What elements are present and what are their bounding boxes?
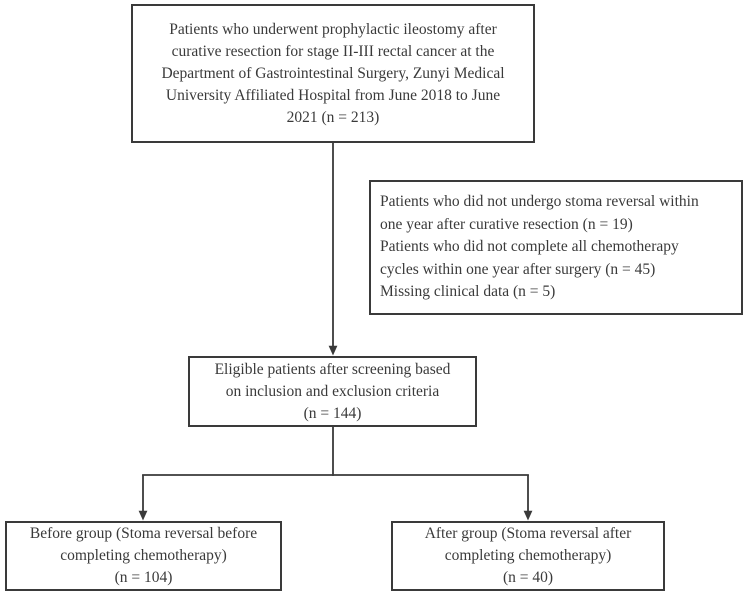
exclusion-criteria-box: Patients who did not undergo stoma rever…	[369, 180, 743, 315]
arrowhead-after-group	[523, 510, 533, 521]
enrollment-text: Patients who underwent prophylactic ileo…	[161, 20, 505, 126]
enrollment-box: Patients who underwent prophylactic ileo…	[131, 4, 535, 143]
arrowhead-eligible	[328, 345, 338, 356]
arrowhead-before-group	[138, 510, 148, 521]
exclusion-criteria-text: Patients who did not undergo stoma rever…	[380, 193, 699, 301]
